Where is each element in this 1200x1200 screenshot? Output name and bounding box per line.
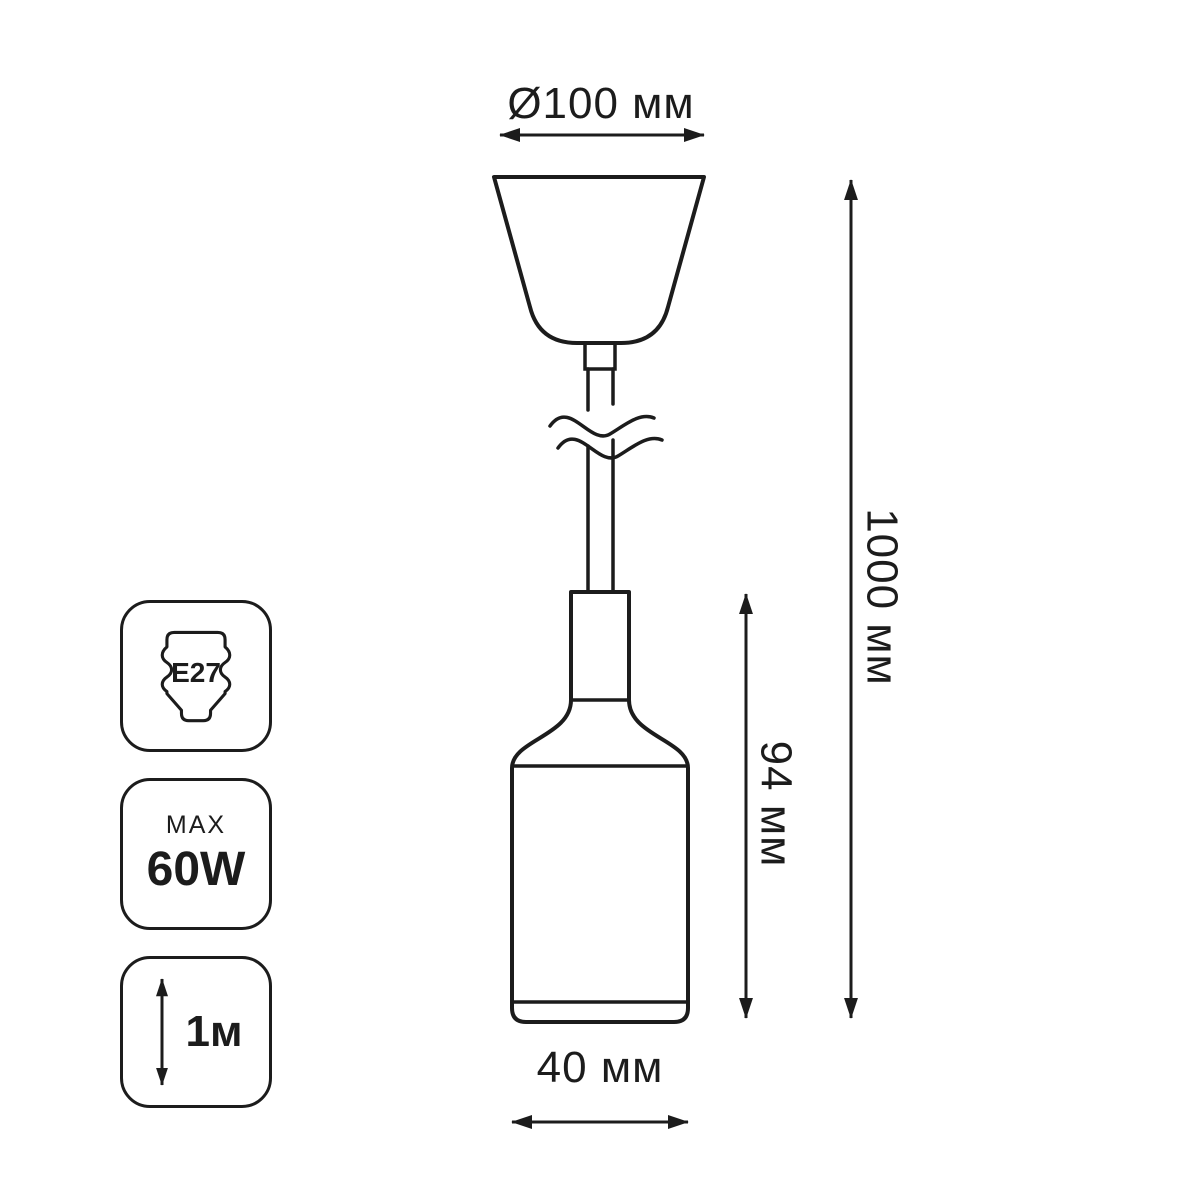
cord-nipple (583, 341, 617, 371)
total-length-label: 1000 мм (858, 508, 907, 686)
ceiling-cup (492, 175, 706, 345)
wattage-value: 60W (146, 843, 246, 896)
cord (586, 367, 615, 594)
cup-diameter-label: Ø100 мм (507, 79, 694, 128)
badge-cord-length: 1м (120, 956, 272, 1108)
vertical-length-arrow-icon (156, 978, 169, 1086)
dimension-socket-diameter: 40 мм (511, 1043, 689, 1129)
max-label: MAX (165, 811, 227, 839)
lamp-socket-body (510, 590, 690, 1024)
dimension-cup-diameter: Ø100 мм (499, 79, 705, 142)
socket-length-label: 94 мм (752, 741, 801, 868)
socket-diameter-label: 40 мм (537, 1043, 664, 1092)
badge-socket-type: E27 (120, 600, 272, 752)
dimension-total-length: 1000 мм (844, 179, 907, 1019)
badge-max-wattage: MAX 60W (120, 778, 272, 930)
cord-break-icon (548, 414, 664, 460)
socket-type-label: E27 (171, 657, 221, 688)
cord-length-value: 1м (185, 1007, 243, 1056)
e27-socket-icon: E27 (160, 630, 232, 723)
dimension-socket-length: 94 мм (739, 593, 801, 1019)
